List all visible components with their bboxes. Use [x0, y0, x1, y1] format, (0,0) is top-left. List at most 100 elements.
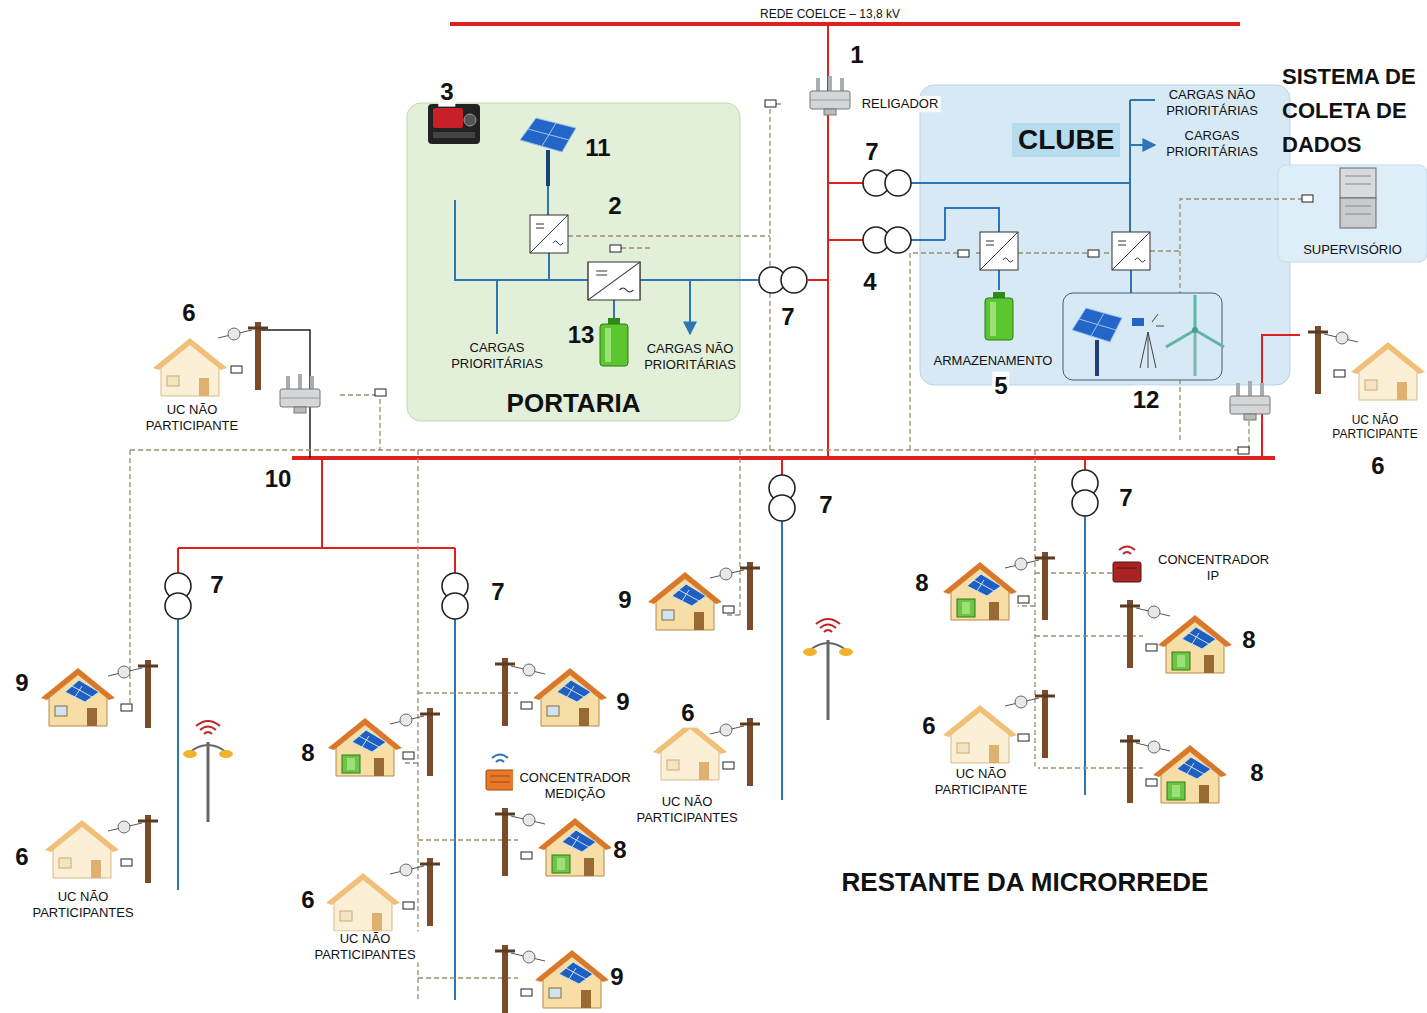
street-lights — [183, 721, 233, 822]
callout-number: 9 — [616, 586, 633, 615]
concentrators — [486, 770, 514, 790]
houses — [1120, 600, 1170, 668]
inverters — [1088, 250, 1099, 257]
callout-number: 6 — [679, 699, 696, 728]
concentrators — [486, 547, 1141, 791]
data-lines — [130, 449, 1245, 450]
transformers — [1072, 490, 1098, 516]
inverters — [530, 215, 568, 253]
callout-number: 9 — [608, 963, 625, 992]
region-box: SISTEMA DE COLETA DE DADOS SUPERVISÓRIO — [1278, 60, 1427, 262]
data-lines — [121, 104, 1302, 1000]
renewables-12 — [1140, 332, 1156, 368]
power-lines — [808, 183, 863, 280]
renewables-12 — [1192, 327, 1198, 333]
supervisory-server — [1302, 195, 1313, 202]
low-voltage-lines — [178, 516, 1085, 1000]
houses — [648, 572, 722, 630]
houses — [710, 718, 760, 786]
houses — [45, 820, 119, 878]
supervisory-server — [1340, 168, 1376, 198]
reclosers — [810, 76, 850, 115]
reclosers — [375, 389, 386, 396]
street-lights — [803, 619, 853, 720]
houses — [390, 708, 440, 776]
text-label: CARGAS NÃO PRIORITÁRIAS — [633, 341, 747, 372]
renewables-12 — [1132, 318, 1144, 326]
solar-panel-11 — [520, 118, 576, 186]
inverters — [1112, 232, 1150, 270]
callout-number: 13 — [566, 321, 597, 350]
callout-number: 6 — [920, 712, 937, 741]
text-label: UC NÃO PARTICIPANTE — [135, 402, 249, 433]
supervisory-server — [1340, 198, 1376, 228]
power-lines — [292, 456, 1275, 460]
houses — [533, 668, 607, 726]
transformers — [885, 227, 911, 253]
callout-number: 9 — [614, 688, 631, 717]
concentrators — [492, 755, 508, 763]
region-title: PORTARIA — [507, 388, 641, 419]
callout-number: 7 — [817, 491, 834, 520]
inverters — [588, 262, 640, 300]
houses — [1005, 690, 1055, 758]
transformers — [165, 170, 1098, 619]
transformers — [781, 267, 807, 293]
generator — [433, 132, 475, 138]
reclosers — [280, 76, 1270, 454]
houses — [495, 808, 545, 876]
callout-number: 10 — [263, 465, 294, 494]
concentrators — [490, 776, 510, 782]
transformers — [165, 593, 191, 619]
renewables-12 — [1063, 293, 1224, 380]
callout-number: 6 — [1369, 452, 1386, 481]
low-voltage-lines — [1130, 100, 1155, 145]
region-shape — [920, 85, 1290, 385]
region-box: PORTARIA — [407, 103, 740, 421]
reclosers — [765, 100, 776, 107]
callout-number: 6 — [299, 886, 316, 915]
region-caption: SUPERVISÓRIO — [1278, 242, 1427, 262]
region-title: SISTEMA DE COLETA DE DADOS — [1278, 60, 1427, 162]
region-shape — [407, 103, 740, 421]
solar-panel-11 — [542, 123, 556, 146]
callout-number: 7 — [779, 303, 796, 332]
callout-number: 4 — [861, 268, 878, 297]
houses — [218, 322, 268, 390]
text-label: UC NÃO PARTICIPANTE — [1327, 413, 1423, 442]
generator — [428, 104, 480, 144]
inverters — [958, 250, 969, 257]
low-voltage-lines — [178, 100, 1155, 1000]
renewables-12 — [1166, 295, 1224, 347]
text-label: UC NÃO PARTICIPANTES — [308, 931, 422, 962]
data-lines — [910, 199, 1302, 450]
text-label: RESTANTE DA MICRORREDE — [840, 867, 1211, 898]
callout-number: 8 — [1240, 626, 1257, 655]
power-lines — [178, 458, 1085, 573]
transformers — [442, 593, 468, 619]
text-label: CARGAS NÃO PRIORITÁRIAS — [1155, 87, 1269, 118]
houses — [108, 815, 158, 883]
text-label: CARGAS PRIORITÁRIAS — [440, 340, 554, 371]
callout-number: 2 — [606, 192, 623, 221]
callout-number: 8 — [299, 739, 316, 768]
renewables-12 — [1063, 293, 1222, 380]
concentrators — [1113, 562, 1141, 582]
houses — [41, 322, 1425, 1013]
houses — [653, 722, 727, 780]
text-label: UC NÃO PARTICIPANTES — [26, 889, 140, 920]
supervisory-server — [1345, 176, 1371, 214]
batteries — [600, 318, 628, 366]
reclosers — [1238, 447, 1249, 454]
houses — [108, 660, 158, 728]
data-lines — [340, 395, 1249, 450]
callout-number: 8 — [1248, 759, 1265, 788]
houses — [153, 338, 227, 396]
callout-number: 8 — [913, 569, 930, 598]
region-title: CLUBE — [1012, 123, 1120, 157]
text-label: CONCENTRADOR MEDIÇÃO — [513, 770, 637, 801]
region-shape — [1278, 165, 1427, 262]
houses — [328, 718, 402, 776]
inverters — [610, 245, 621, 252]
transformers — [769, 495, 795, 521]
